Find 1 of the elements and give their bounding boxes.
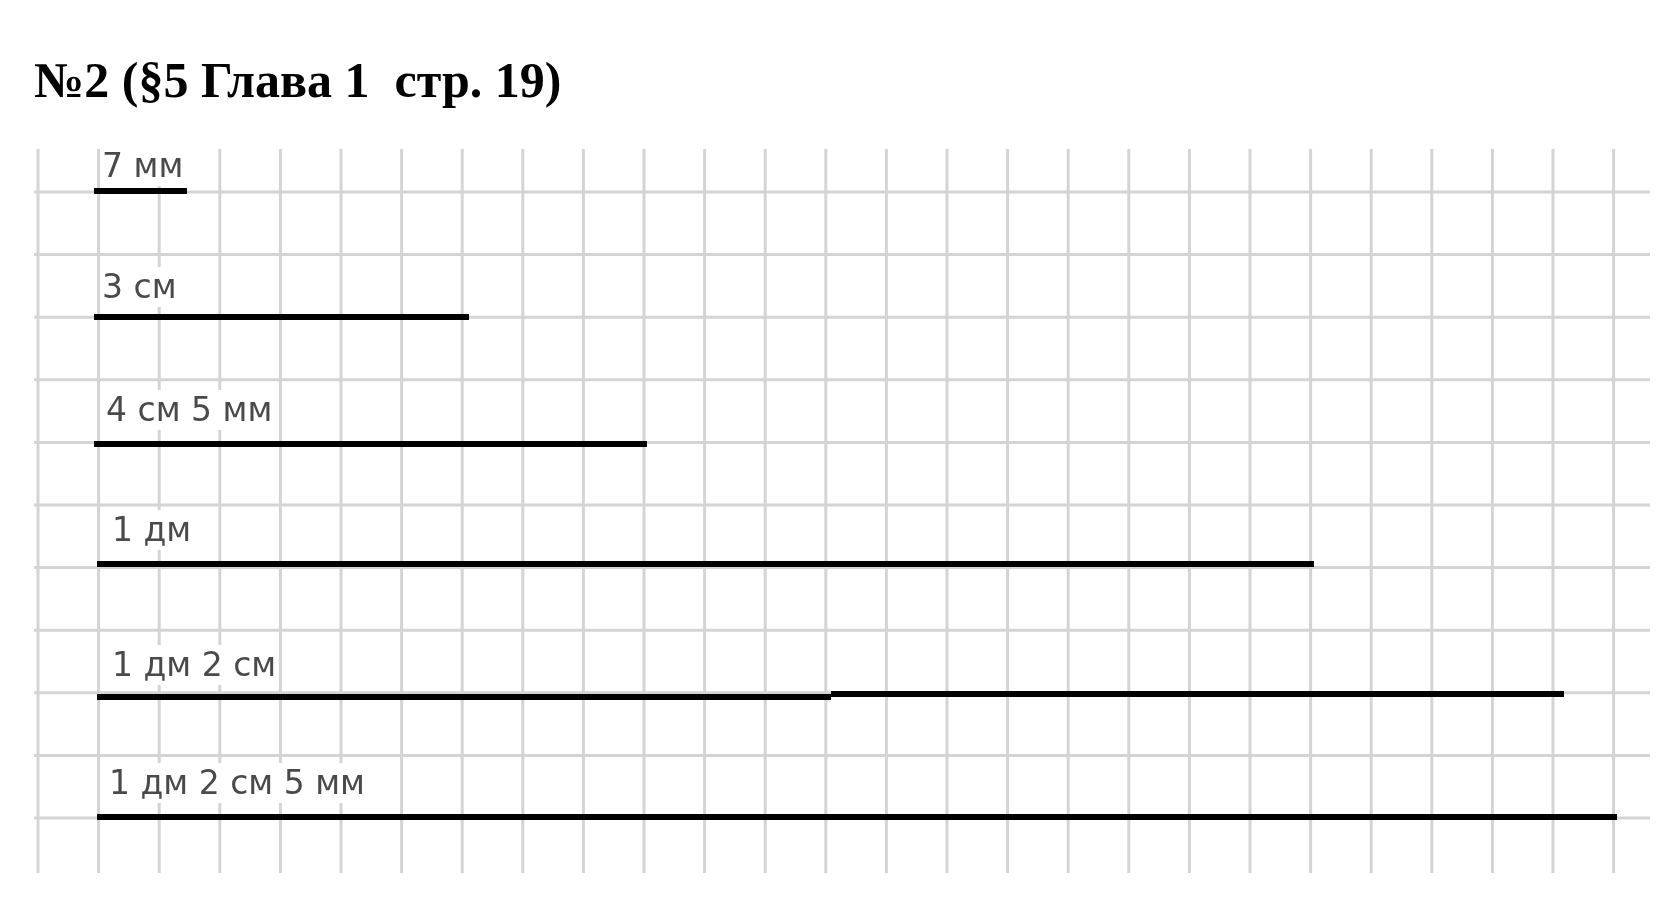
title: №2 (§5 Глава 1 стр. 19) (34, 51, 562, 110)
